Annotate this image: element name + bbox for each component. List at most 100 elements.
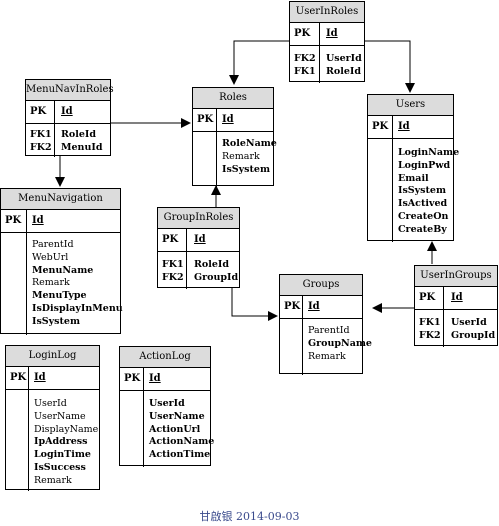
fk-label: FK2 (419, 329, 441, 341)
field-menuid: MenuId (61, 141, 103, 153)
field-loginname: LoginName (398, 147, 460, 158)
field-groupname: GroupName (308, 337, 372, 349)
field-issystem: IsSystem (398, 185, 447, 197)
table-users: Users PK Id LoginName LoginPwd Email IsS… (367, 94, 459, 242)
pk-field: Id (34, 372, 46, 383)
table-title: Users (368, 95, 453, 116)
pk-label: PK (30, 106, 47, 117)
field-roleid: RoleId (326, 65, 361, 77)
field-isactived: IsActived (398, 198, 448, 210)
field-remark: Remark (308, 350, 346, 362)
table-title: LoginLog (6, 346, 99, 367)
pk-label: PK (284, 301, 301, 312)
field-ipaddress: IpAddress (34, 436, 88, 448)
table-userinroles: UserInRoles PK Id FK2 FK1 UserId RoleId (289, 1, 365, 83)
field-weburl: WebUrl (32, 251, 69, 263)
fk-label: FK1 (30, 129, 52, 140)
field-userid: UserId (451, 317, 487, 328)
table-menunavinroles: MenuNavInRoles PK Id FK1 FK2 RoleId Menu… (25, 79, 114, 157)
field-createby: CreateBy (398, 223, 447, 235)
table-title: MenuNavigation (1, 189, 120, 210)
field-parentid: ParentId (32, 239, 74, 250)
field-issystem: IsSystem (32, 315, 81, 327)
field-actionname: ActionName (149, 436, 215, 448)
field-remark: Remark (32, 277, 70, 289)
pk-field: Id (326, 28, 338, 39)
field-username: UserName (34, 410, 86, 422)
table-title: Roles (193, 88, 273, 109)
fk-label: FK1 (419, 317, 441, 328)
pk-label: PK (124, 373, 141, 384)
field-issuccess: IsSuccess (34, 461, 86, 473)
link-userinroles-roles (229, 40, 289, 85)
field-userid: UserId (149, 398, 185, 409)
table-menunavigation: MenuNavigation PK Id ParentId WebUrl Men… (0, 188, 123, 335)
primary-key-row: PK Id (26, 101, 110, 124)
field-parentid: ParentId (308, 325, 350, 336)
primary-key-row: PK Id (120, 368, 210, 391)
field-issystem: IsSystem (222, 163, 271, 175)
field-loginpwd: LoginPwd (398, 159, 451, 171)
primary-key-row: PK Id (158, 229, 239, 252)
pk-field: Id (222, 114, 234, 125)
field-groupid: GroupId (194, 271, 239, 283)
primary-key-row: PK Id (193, 109, 273, 132)
pk-label: PK (162, 234, 179, 245)
fk-label: FK2 (294, 53, 316, 64)
fk-label: FK2 (162, 271, 184, 283)
pk-label: PK (294, 28, 311, 39)
field-username: UserName (149, 410, 205, 422)
pk-label: PK (5, 215, 22, 226)
table-title: MenuNavInRoles (26, 80, 114, 101)
field-actiontime: ActionTime (149, 449, 211, 461)
pk-label: PK (372, 121, 389, 132)
primary-key-row: PK Id (6, 367, 99, 390)
table-roles: Roles PK Id RoleName Remark IsSystem (192, 87, 277, 187)
table-groupinroles: GroupInRoles PK Id FK1 FK2 RoleId GroupI… (157, 207, 240, 289)
pk-label: PK (197, 114, 214, 125)
primary-key-row: PK Id (290, 23, 364, 46)
table-title: UserInRoles (290, 2, 364, 23)
link-userinroles-users (365, 40, 415, 93)
field-createon: CreateOn (398, 210, 449, 222)
table-loginlog: LoginLog PK Id UserId UserName DisplayNa… (5, 345, 100, 491)
pk-field: Id (61, 106, 73, 117)
field-displayname: DisplayName (34, 423, 99, 435)
primary-key-row: PK Id (415, 287, 497, 310)
table-groups: Groups PK Id ParentId GroupName Remark (279, 274, 372, 375)
field-isdisplayinmenu: IsDisplayInMenu (32, 302, 123, 314)
primary-key-row: PK Id (280, 296, 362, 319)
field-remark: Remark (34, 474, 72, 486)
primary-key-row: PK Id (1, 210, 120, 233)
field-menuname: MenuName (32, 264, 94, 276)
field-userid: UserId (326, 53, 362, 64)
field-rolename: RoleName (222, 138, 277, 149)
table-title: Groups (280, 275, 362, 296)
table-title: UserInGroups (415, 266, 497, 287)
field-logintime: LoginTime (34, 449, 91, 461)
pk-field: Id (398, 121, 410, 132)
field-remark: Remark (222, 150, 260, 162)
pk-field: Id (149, 373, 161, 384)
pk-field: Id (194, 234, 206, 245)
field-menutype: MenuType (32, 290, 87, 302)
author-credit: 甘啟银 2014-09-03 (199, 510, 300, 523)
field-actionurl: ActionUrl (149, 423, 201, 435)
field-roleid: RoleId (61, 129, 96, 140)
primary-key-row: PK Id (368, 116, 453, 139)
link-groupinroles-groups (231, 288, 278, 321)
fk-label: FK2 (30, 141, 52, 153)
pk-label: PK (10, 372, 27, 383)
field-userid: UserId (34, 398, 67, 409)
field-groupid: GroupId (451, 329, 496, 341)
table-useringroups: UserInGroups PK Id FK1 FK2 UserId GroupI… (414, 265, 498, 347)
fk-label: FK1 (294, 65, 316, 77)
field-roleid: RoleId (194, 259, 229, 270)
pk-field: Id (32, 215, 44, 226)
table-title: GroupInRoles (158, 208, 239, 229)
field-email: Email (398, 172, 429, 184)
pk-label: PK (419, 292, 436, 303)
table-title: ActionLog (120, 347, 210, 368)
pk-field: Id (308, 301, 320, 312)
